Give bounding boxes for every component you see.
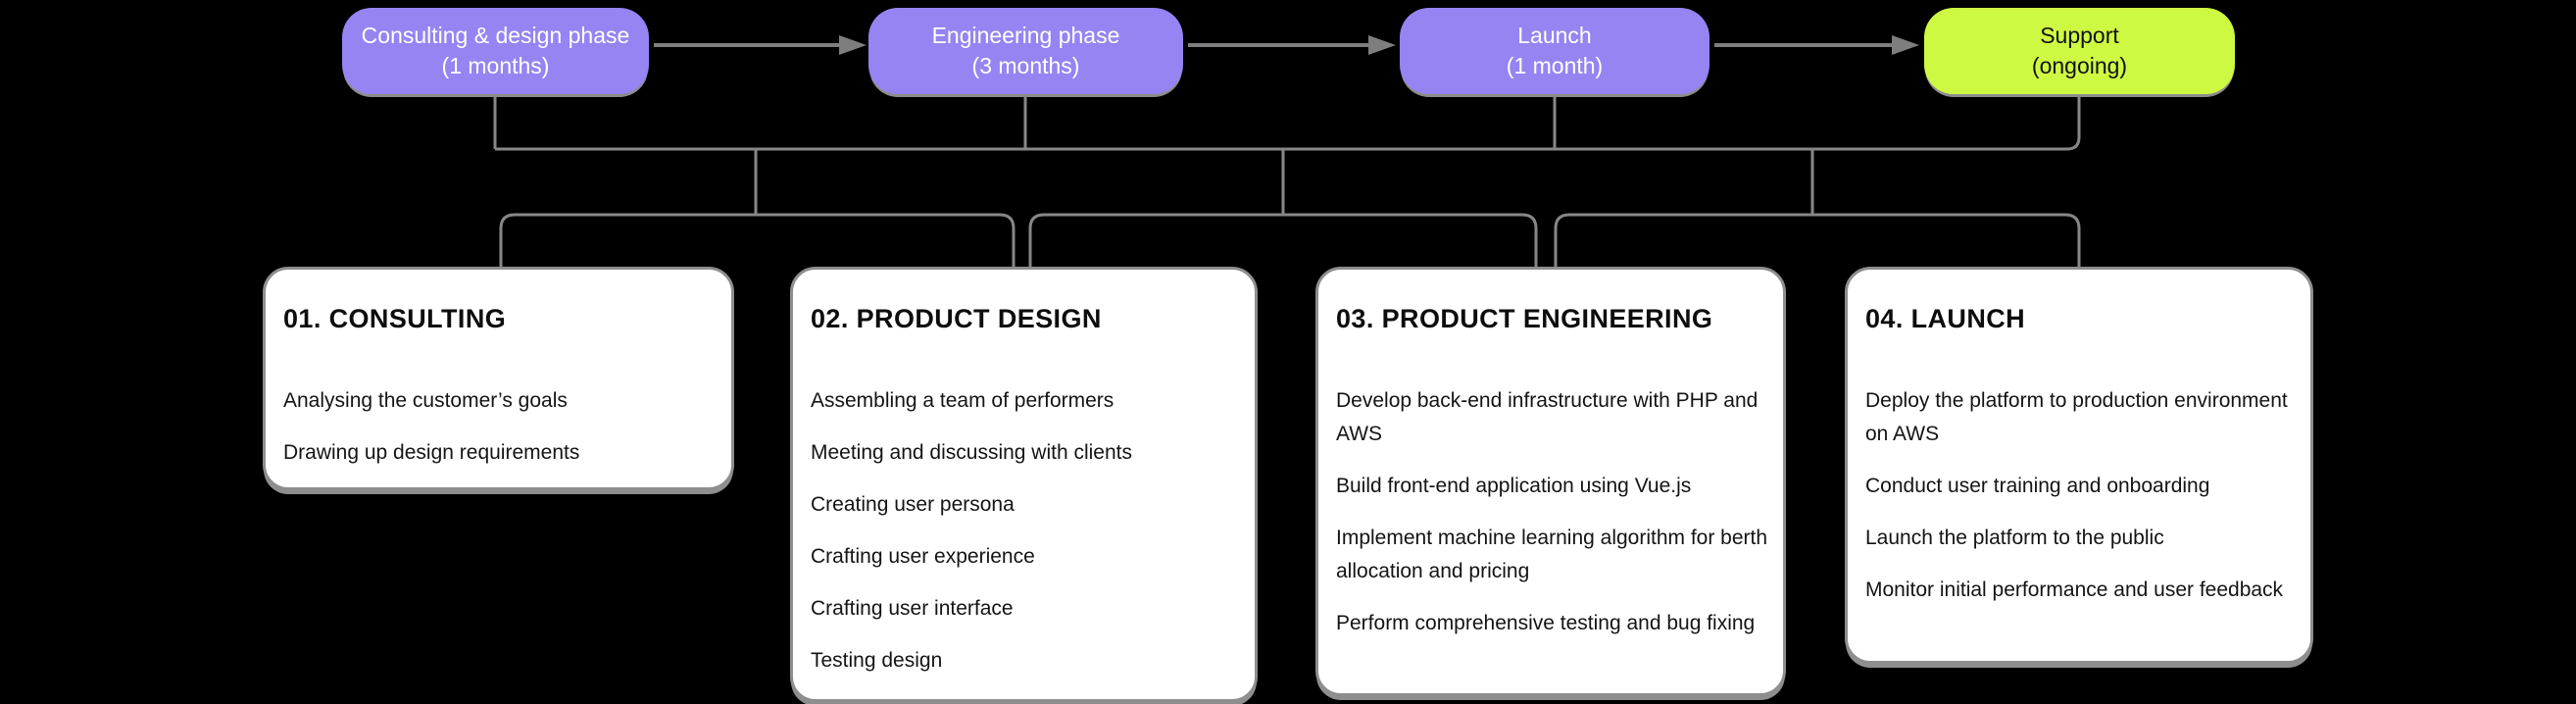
stage-item: Perform comprehensive testing and bug fi…	[1336, 612, 1756, 634]
stage-item: Build front-end application using Vue.js	[1336, 475, 1692, 497]
stage-card-items: Analysing the customer’s goals Drawing u…	[283, 384, 721, 470]
phase-duration: (3 months)	[971, 53, 1080, 78]
stage-item: Launch the platform to the public	[1865, 527, 2164, 549]
stage-item: Drawing up design requirements	[283, 441, 580, 464]
stage-item: Meeting and discussing with clients	[811, 441, 1133, 464]
stage-card-launch: 04. LAUNCH Deploy the platform to produc…	[1845, 267, 2313, 664]
phase-node-consulting-design: Consulting & design phase (1 months)	[342, 8, 649, 94]
stage-item: Crafting user interface	[811, 597, 1014, 620]
stage-card-title: 04. LAUNCH	[1865, 304, 2026, 333]
connector-bus	[495, 94, 2081, 151]
stage-card-title: 01. CONSULTING	[283, 304, 507, 333]
stage-item: Monitor initial performance and user fee…	[1865, 578, 2284, 601]
stage-item: Creating user persona	[811, 493, 1015, 516]
stage-item: Deploy the platform to production enviro…	[1865, 389, 2288, 445]
phase-name: Consulting & design phase	[361, 23, 630, 48]
stage-card-title: 02. PRODUCT DESIGN	[811, 304, 1102, 333]
phase-duration: (ongoing)	[2031, 53, 2128, 78]
arrow-icon-phase3-to-phase4	[1714, 35, 1919, 55]
phase-node-support: Support (ongoing)	[1924, 8, 2235, 94]
phase-name: Engineering phase	[931, 23, 1120, 48]
connector-rail-cards-1-2	[499, 213, 1016, 269]
connector-rail-cards-2-3	[1028, 213, 1538, 269]
stage-item: Crafting user experience	[811, 545, 1035, 568]
phase-name: Launch	[1517, 23, 1592, 48]
arrow-icon-phase2-to-phase3	[1188, 35, 1396, 55]
stage-item: Conduct user training and onboarding	[1865, 475, 2210, 497]
stage-card-product-engineering: 03. PRODUCT ENGINEERING Develop back-end…	[1315, 267, 1786, 696]
stage-item: Implement machine learning algorithm for…	[1336, 527, 1768, 582]
stage-item: Assembling a team of performers	[811, 389, 1115, 412]
phase-name: Support	[2040, 23, 2119, 48]
stage-card-product-design: 02. PRODUCT DESIGN Assembling a team of …	[790, 267, 1258, 702]
connector-rail-cards-3-4	[1554, 213, 2081, 269]
stage-card-items: Deploy the platform to production enviro…	[1865, 384, 2301, 607]
stage-item: Develop back-end infrastructure with PHP…	[1336, 389, 1759, 445]
stage-item: Analysing the customer’s goals	[283, 389, 568, 412]
stage-card-title: 03. PRODUCT ENGINEERING	[1336, 304, 1713, 333]
arrow-icon-phase1-to-phase2	[654, 35, 867, 55]
stage-card-items: Assembling a team of performers Meeting …	[811, 384, 1245, 678]
phase-node-launch: Launch (1 month)	[1400, 8, 1709, 94]
stage-card-consulting: 01. CONSULTING Analysing the customer’s …	[263, 267, 734, 490]
stage-item: Testing design	[811, 649, 943, 672]
phase-duration: (1 month)	[1506, 53, 1604, 78]
phase-node-engineering: Engineering phase (3 months)	[868, 8, 1183, 94]
phase-duration: (1 months)	[441, 53, 550, 78]
stage-card-items: Develop back-end infrastructure with PHP…	[1336, 384, 1773, 640]
